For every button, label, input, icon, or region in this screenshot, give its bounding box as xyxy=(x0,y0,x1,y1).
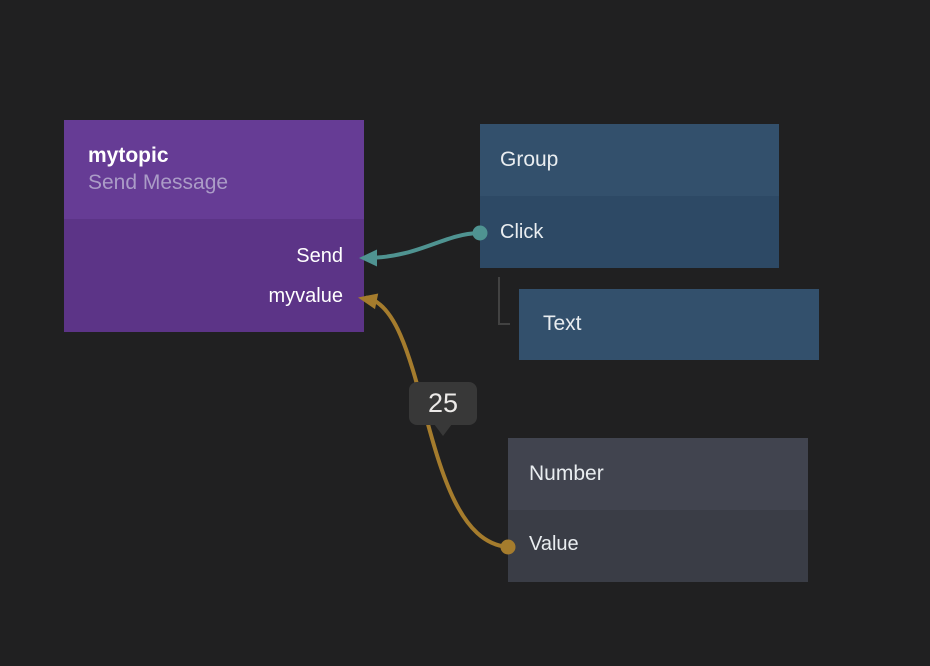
port-send[interactable]: Send xyxy=(296,245,343,267)
node-mytopic-title: mytopic xyxy=(88,144,169,167)
port-click[interactable]: Click xyxy=(500,221,544,243)
node-number-body xyxy=(508,510,808,582)
node-group-body xyxy=(480,196,779,268)
port-myvalue[interactable]: myvalue xyxy=(268,285,343,307)
port-value[interactable]: Value xyxy=(529,533,579,555)
node-text[interactable]: Text xyxy=(519,289,819,360)
node-mytopic-header xyxy=(64,120,364,219)
tree-connector-line xyxy=(498,277,510,325)
node-mytopic-body xyxy=(64,219,364,332)
node-text-title: Text xyxy=(543,312,582,335)
wire-value-tooltip-text: 25 xyxy=(427,388,459,418)
wire-click-to-send[interactable] xyxy=(367,231,480,260)
node-number-title: Number xyxy=(529,462,604,485)
node-number[interactable]: Number Value xyxy=(508,438,808,582)
node-group-header xyxy=(480,124,779,196)
node-mytopic-subtitle: Send Message xyxy=(88,171,229,194)
node-group[interactable]: Group Click xyxy=(480,124,779,268)
node-group-title: Group xyxy=(500,148,559,171)
tooltip-pointer xyxy=(434,424,452,436)
wire-value-tooltip: 25 xyxy=(409,382,477,436)
node-number-header xyxy=(508,438,808,510)
node-mytopic[interactable]: mytopic Send Message Send myvalue xyxy=(64,120,364,332)
